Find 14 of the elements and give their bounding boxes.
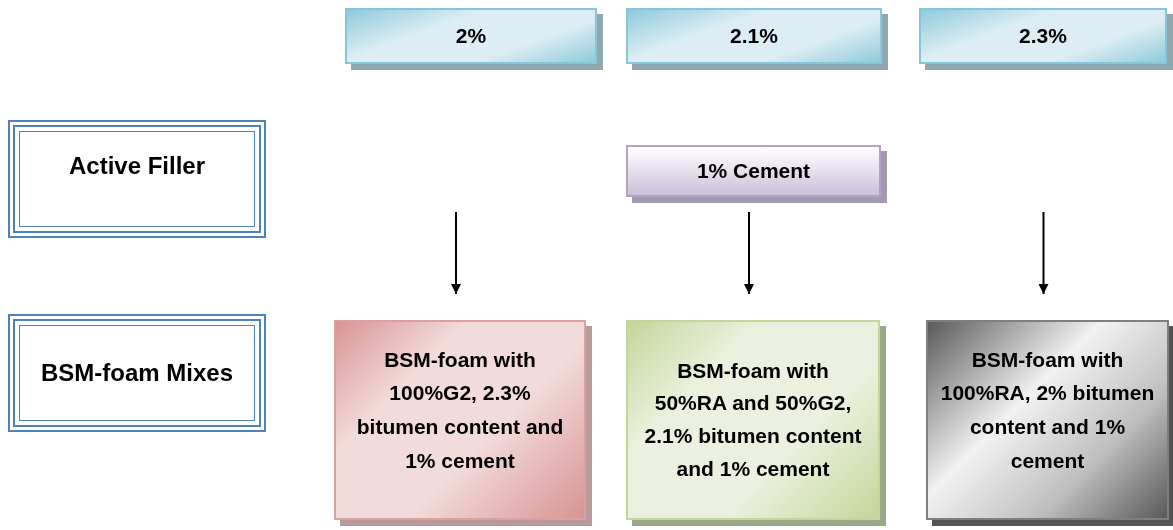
box-text: 2.1% xyxy=(730,22,778,49)
category-box xyxy=(8,314,266,432)
arrow xyxy=(1038,211,1049,295)
category-box xyxy=(8,120,266,238)
box-text: BSM-foam with 100%G2, 2.3% bitumen content and 1% cement xyxy=(355,346,565,474)
box-text: 2.3% xyxy=(1019,22,1067,49)
box-text: 1% Cement xyxy=(696,157,811,184)
arrow xyxy=(744,211,754,295)
box-text: BSM-foam with 100%RA, 2% bitumen content and 1% cement xyxy=(939,346,1156,474)
box-text: BSM-foam with 50%RA and 50%G2, 2.1% bitumen content and 1% cement xyxy=(643,357,863,482)
box-text: Active Filler xyxy=(68,151,206,181)
arrow xyxy=(451,211,461,295)
box-text: BSM-foam Mixes xyxy=(40,358,233,388)
box-text: 2% xyxy=(455,22,487,49)
